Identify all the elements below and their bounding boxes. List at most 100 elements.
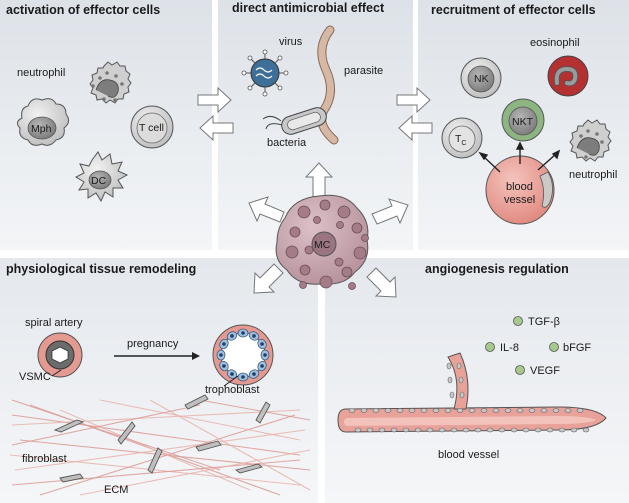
title-recruitment: recruitment of effector cells — [431, 3, 596, 17]
bacteria-cell — [262, 107, 327, 135]
endothelial-cell — [492, 408, 500, 413]
trophoblast-cell — [237, 372, 249, 382]
trophoblast-cell — [226, 369, 238, 379]
endothelial-cell — [384, 408, 392, 413]
t-cell-activation — [130, 105, 174, 149]
ecm-fiber — [11, 409, 301, 426]
label-tcell: T cell — [139, 122, 164, 134]
ecm-fiber — [9, 454, 301, 486]
label-virus: virus — [279, 36, 303, 48]
endothelial-cell — [552, 408, 560, 413]
arrow-left-top-right — [398, 114, 433, 142]
label-trophoblast: trophoblast — [205, 384, 259, 396]
dendritic-cell — [74, 151, 129, 203]
ecm-fiber — [11, 414, 301, 456]
label-pregnancy: pregnancy — [127, 338, 179, 350]
title-activation: activation of effector cells — [6, 3, 160, 17]
remodeled-artery-cross-section — [212, 324, 274, 386]
endothelial-cell — [516, 408, 524, 413]
trophoblast-cell — [257, 338, 267, 350]
endothelial-cell — [522, 427, 530, 433]
label-spiral-artery: spiral artery — [25, 317, 83, 329]
endothelial-cell — [468, 408, 476, 413]
label-bfgf: bFGF — [563, 342, 591, 354]
vsmc-pointer — [51, 369, 62, 377]
endothelial-cell — [570, 427, 578, 433]
label-fibroblast: fibroblast — [22, 453, 67, 465]
endothelial-cell — [438, 427, 446, 433]
blood-vessel-branching — [337, 352, 607, 433]
trophoblast-cells — [216, 328, 270, 382]
endothelial-cell — [504, 408, 512, 413]
growth-factor-tgfb — [513, 316, 523, 326]
arrow-up-right-center — [371, 198, 409, 225]
endothelial-cell — [486, 427, 494, 433]
nkt-cell — [501, 98, 545, 142]
label-mph: Mph — [31, 123, 52, 135]
arrow-right-top-right — [396, 86, 431, 114]
ecm-fiber — [11, 399, 221, 471]
growth-factor-vegf — [515, 365, 525, 375]
endothelial-cell — [449, 391, 455, 399]
label-tc: TC — [455, 133, 466, 147]
label-blood-vessel-angiogenesis: blood vessel — [438, 449, 499, 461]
ecm-fiber — [199, 399, 311, 421]
growth-factor-bfgf — [549, 342, 559, 352]
label-dc: DC — [91, 175, 107, 187]
endothelial-cell — [447, 376, 453, 384]
label-bacteria: bacteria — [267, 137, 307, 149]
trophoblast-cell — [248, 331, 260, 341]
endothelial-cell — [498, 427, 506, 433]
endothelial-cell — [458, 376, 464, 384]
ecm-fiber — [11, 404, 201, 446]
label-neutrophil-activation: neutrophil — [17, 67, 65, 79]
neutrophil-cell-activation — [89, 61, 132, 104]
vessel-endothelial-cells — [348, 362, 590, 433]
trophoblast-cell — [219, 360, 229, 372]
panel-remodeling — [0, 258, 318, 503]
arrow-left-top-left — [199, 114, 234, 142]
endothelial-cell — [582, 427, 590, 433]
endothelial-cell — [459, 391, 465, 399]
mast-cell — [275, 194, 369, 290]
ecm-fibers — [9, 399, 311, 496]
trophoblast-cell — [226, 331, 238, 341]
arrow-up-left-center — [248, 196, 285, 223]
label-ecm: ECM — [104, 484, 128, 496]
title-remodeling: physiological tissue remodeling — [6, 262, 196, 276]
endothelial-cell — [546, 427, 554, 433]
trophoblast-cell — [216, 349, 226, 361]
endothelial-cell — [456, 408, 464, 413]
ecm-fiber — [149, 399, 311, 491]
endothelial-cell — [480, 408, 488, 413]
ecm-fiber — [99, 399, 301, 441]
recruitment-arrows — [478, 141, 561, 173]
label-nkt: NKT — [512, 116, 534, 128]
trophoblast-cell — [257, 360, 267, 372]
endothelial-cell — [360, 408, 368, 413]
endothelial-cell — [402, 427, 410, 433]
virus-particle — [241, 49, 289, 97]
endothelial-cell — [420, 408, 428, 413]
label-tc-sub: C — [461, 140, 466, 147]
label-il8: IL-8 — [500, 342, 519, 354]
endothelial-cell — [408, 408, 416, 413]
trophoblast-cell — [260, 349, 270, 361]
nk-cell — [460, 57, 502, 99]
endothelial-cell — [540, 408, 548, 413]
spiral-artery-cross-section — [37, 332, 83, 378]
title-antimicrobial: direct antimicrobial effect — [232, 1, 385, 15]
label-vsmc: VSMC — [19, 371, 51, 383]
endothelial-cell — [396, 408, 404, 413]
endothelial-cell — [372, 408, 380, 413]
endothelial-cell — [432, 408, 440, 413]
endothelial-cell — [534, 427, 542, 433]
macrophage-cell — [16, 98, 70, 146]
label-eosinophil: eosinophil — [530, 37, 580, 49]
ecm-fiber — [59, 409, 251, 491]
endothelial-cell — [414, 427, 422, 433]
label-blood-vessel-line1: blood — [506, 181, 533, 193]
ecm-fiber — [19, 439, 311, 471]
trophoblast-cell — [237, 328, 249, 338]
